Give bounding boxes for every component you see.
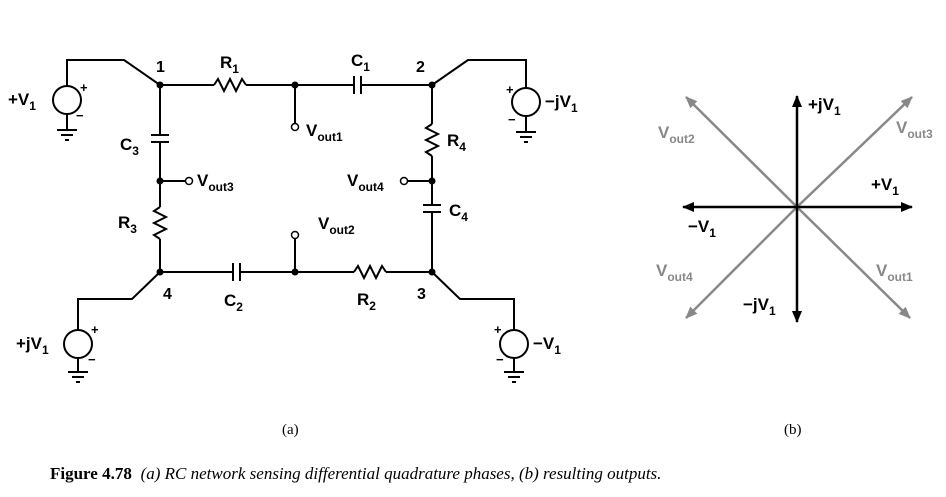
resistor-r3 [151, 206, 169, 240]
label-source-2: −jV1 [545, 92, 578, 115]
label-source-4: +jV1 [16, 334, 49, 357]
resistor-r4 [423, 123, 441, 157]
rc-network-diagram: + − + − + − [8, 51, 578, 438]
polarity-minus-1: − [76, 108, 84, 123]
label-vout3: Vout3 [197, 171, 234, 194]
label-phasor-vout3: Vout3 [896, 118, 933, 141]
terminal-vout2 [290, 230, 300, 240]
label-source-1: +V1 [8, 90, 36, 113]
phasor-vout1-arrow [796, 206, 911, 319]
caption-label: Figure 4.78 [50, 464, 132, 483]
right-branch [399, 85, 441, 272]
label-c1: C1 [351, 51, 370, 74]
label-vout4: Vout4 [347, 171, 384, 194]
phasor-vout3-arrow [796, 96, 913, 208]
label-neg-v1: −V1 [688, 217, 716, 240]
label-r3: R3 [118, 213, 137, 236]
node-label-1: 1 [156, 59, 165, 76]
capacitor-c3 [151, 134, 169, 143]
top-branch [160, 76, 432, 132]
label-c3: C3 [120, 135, 139, 158]
left-branch [151, 85, 194, 272]
polarity-minus-4: − [88, 352, 96, 367]
node-label-2: 2 [416, 59, 425, 76]
resistor-r1 [213, 76, 247, 94]
label-r4: R4 [447, 131, 466, 154]
capacitor-c1 [353, 76, 362, 94]
label-neg-jv1: −jV1 [743, 295, 776, 318]
label-vout1: Vout1 [306, 121, 343, 144]
label-pos-v1: +V1 [871, 175, 899, 198]
label-phasor-vout1: Vout1 [876, 261, 913, 284]
caption-text: (a) RC network sensing differential quad… [141, 464, 662, 483]
resistor-r2 [353, 263, 387, 281]
terminal-vout4 [399, 176, 409, 186]
terminal-vout3 [184, 176, 194, 186]
node-label-4: 4 [163, 286, 172, 303]
terminal-vout1 [290, 122, 300, 132]
label-phasor-vout2: Vout2 [658, 123, 695, 146]
phasor-vout2-arrow [685, 96, 798, 208]
polarity-minus-3: − [496, 352, 504, 367]
polarity-plus-4: + [91, 322, 99, 337]
label-r1: R1 [220, 53, 239, 76]
polarity-plus-3: + [494, 322, 502, 337]
label-pos-jv1: +jV1 [808, 95, 841, 118]
label-c4: C4 [449, 201, 468, 224]
panel-label-a: (a) [282, 422, 299, 438]
figure-caption: Figure 4.78 (a) RC network sensing diffe… [50, 464, 661, 483]
source-3: + − [431, 271, 529, 383]
phasor-diagram: +V1 −V1 +jV1 −jV1 Vout2 Vout3 Vout4 Vout… [656, 95, 933, 438]
label-c2: C2 [224, 291, 243, 314]
label-source-3: −V1 [533, 334, 561, 357]
label-vout2: Vout2 [318, 214, 355, 237]
label-r2: R2 [357, 290, 376, 313]
bottom-branch [160, 230, 432, 281]
phasor-vout4-arrow [685, 206, 798, 319]
panel-label-b: (b) [784, 422, 802, 438]
polarity-plus-2: + [506, 82, 514, 97]
capacitor-c4 [423, 204, 441, 213]
capacitor-c2 [232, 263, 241, 281]
polarity-plus-1: + [80, 80, 88, 95]
node-label-3: 3 [417, 286, 426, 303]
source-4: + − [63, 271, 161, 383]
source-1: + − [52, 59, 161, 141]
source-2: + − [431, 59, 541, 143]
polarity-minus-2: − [508, 112, 516, 127]
label-phasor-vout4: Vout4 [656, 261, 693, 284]
